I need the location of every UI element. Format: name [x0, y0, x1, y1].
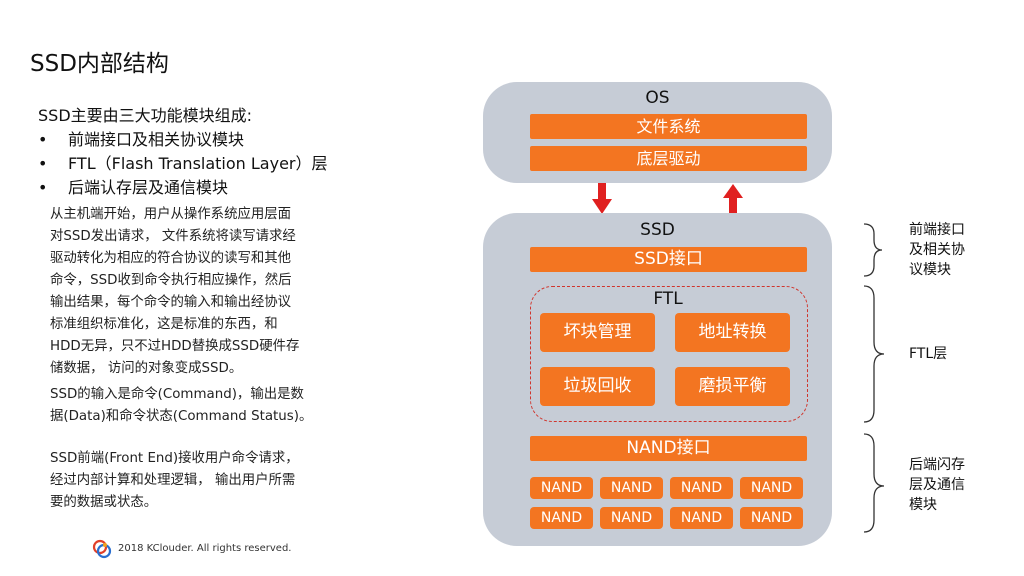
nand-interface-block: NAND接口 — [530, 436, 807, 461]
driver-block: 底层驱动 — [530, 146, 807, 171]
nand-chip: NAND — [670, 477, 733, 499]
bullet-dot: • — [38, 130, 48, 149]
paragraph-line: 储数据， 访问的对象变成SSD。 — [50, 361, 243, 376]
bullet-dot: • — [38, 178, 48, 197]
paragraph-frontend: SSD前端(Front End)接收用户命令请求， 经过内部计算和处理逻辑， 输… — [50, 448, 368, 514]
nand-chip: NAND — [740, 507, 803, 529]
bullet-item-frontend: • 前端接口及相关协议模块 — [38, 128, 244, 152]
nand-chip: NAND — [530, 507, 593, 529]
address-translation-block: 地址转换 — [675, 313, 790, 352]
paragraph-io: SSD的输入是命令(Command)，输出是数 据(Data)和命令状态(Com… — [50, 384, 368, 428]
brace-ftl — [863, 285, 885, 423]
intro-text: SSD主要由三大功能模块组成: — [38, 106, 253, 125]
paragraph-line: SSD前端(Front End)接收用户命令请求， — [50, 451, 299, 466]
os-label: OS — [645, 88, 670, 108]
copyright-text: 2018 KClouder. All rights reserved. — [118, 543, 292, 554]
up-arrow-icon — [723, 184, 743, 215]
ssd-interface-block: SSD接口 — [530, 247, 807, 272]
paragraph-line: 据(Data)和命令状态(Command Status)。 — [50, 409, 313, 424]
paragraph-line: 标准组织标准化，这是标准的东西，和 — [50, 317, 278, 332]
paragraph-host-flow: 从主机端开始，用户从操作系统应用层面 对SSD发出请求， 文件系统将读写请求经 … — [50, 204, 368, 380]
bullet-item-backend: • 后端认存层及通信模块 — [38, 176, 228, 200]
nand-chip: NAND — [530, 477, 593, 499]
bad-block-management-block: 坏块管理 — [540, 313, 655, 352]
paragraph-line: 命令，SSD收到命令执行相应操作，然后 — [50, 273, 292, 288]
side-label-line: 模块 — [909, 497, 937, 513]
nand-chip: NAND — [600, 477, 663, 499]
bullet-text: 前端接口及相关协议模块 — [68, 130, 245, 149]
side-label-line: 及相关协 — [909, 242, 965, 258]
brace-backend — [863, 433, 885, 533]
side-label-line: 前端接口 — [909, 222, 965, 238]
garbage-collection-block: 垃圾回收 — [540, 367, 655, 406]
paragraph-line: 要的数据或状态。 — [50, 495, 158, 510]
side-label-frontend: 前端接口 及相关协 议模块 — [909, 220, 965, 280]
nand-chip: NAND — [740, 477, 803, 499]
bullet-dot: • — [38, 154, 48, 173]
file-system-block: 文件系统 — [530, 114, 807, 139]
paragraph-line: 对SSD发出请求， 文件系统将读写请求经 — [50, 229, 296, 244]
kclouder-logo-icon — [92, 539, 112, 559]
paragraph-line: SSD的输入是命令(Command)，输出是数 — [50, 387, 304, 402]
bullet-text: 后端认存层及通信模块 — [68, 178, 229, 197]
side-label-backend: 后端闪存 层及通信 模块 — [909, 455, 965, 515]
side-label-ftl: FTL层 — [909, 344, 947, 364]
paragraph-line: 从主机端开始，用户从操作系统应用层面 — [50, 207, 292, 222]
wear-leveling-block: 磨损平衡 — [675, 367, 790, 406]
slide-title: SSD内部结构 — [30, 51, 169, 77]
paragraph-line: 输出结果，每个命令的输入和输出经协议 — [50, 295, 292, 310]
down-arrow-icon — [592, 183, 612, 214]
side-label-line: 后端闪存 — [909, 457, 965, 473]
side-label-line: FTL层 — [909, 346, 948, 362]
bullet-item-ftl: • FTL（Flash Translation Layer）层 — [38, 152, 328, 176]
bullet-text: FTL（Flash Translation Layer）层 — [68, 154, 328, 173]
brace-group — [863, 223, 885, 533]
paragraph-line: 经过内部计算和处理逻辑， 输出用户所需 — [50, 473, 296, 488]
paragraph-line: HDD无异，只不过HDD替换成SSD硬件存 — [50, 339, 300, 354]
nand-chip: NAND — [670, 507, 733, 529]
ftl-label: FTL — [653, 289, 683, 309]
nand-chip: NAND — [600, 507, 663, 529]
ssd-label: SSD — [640, 220, 675, 240]
ftl-region — [530, 286, 808, 422]
side-label-line: 层及通信 — [909, 477, 965, 493]
brace-frontend — [863, 223, 883, 277]
side-label-line: 议模块 — [909, 262, 951, 278]
paragraph-line: 驱动转化为相应的符合协议的读写和其他 — [50, 251, 292, 266]
